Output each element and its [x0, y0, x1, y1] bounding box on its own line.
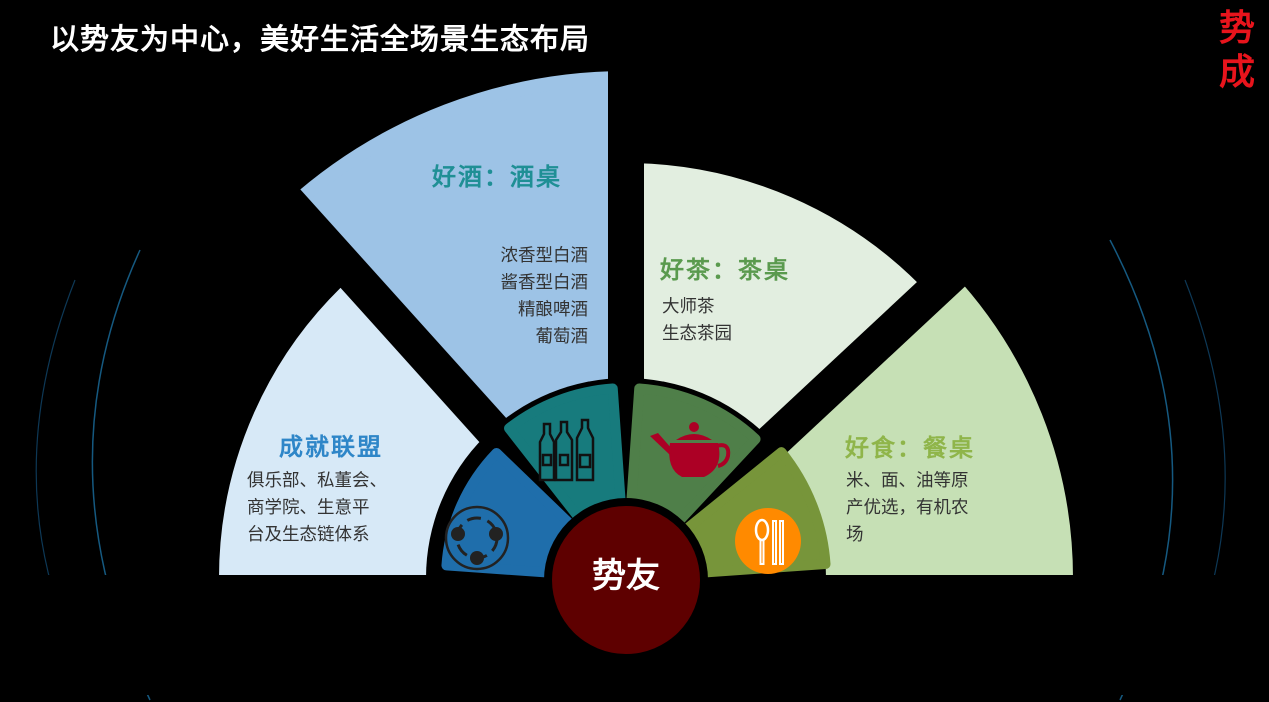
text-line: 产优选，有机农 [846, 498, 969, 518]
wine-title: 好酒：酒桌 [432, 163, 562, 191]
text-line: 俱乐部、私董会、 [247, 471, 387, 491]
wine-description: 浓香型白酒 酱香型白酒 精酿啤酒 葡萄酒 [470, 243, 589, 351]
alliance-description: 俱乐部、私董会、 商学院、生意平 台及生态链体系 [247, 468, 387, 549]
text-line: 大师茶 [662, 297, 715, 317]
text-line: 葡萄酒 [535, 327, 589, 347]
slide-title: 以势友为中心，美好生活全场景生态布局 [50, 22, 591, 56]
text-line: 生态茶园 [662, 324, 732, 344]
food-description: 米、面、油等原 产优选，有机农 场 [846, 468, 969, 549]
divider-line [613, 155, 1078, 592]
center-circle [552, 506, 700, 654]
text-line: 精酿啤酒 [518, 300, 588, 320]
food-title: 好食：餐桌 [845, 434, 975, 462]
divider-line [211, 120, 640, 591]
alliance-title: 成就联盟 [279, 433, 383, 461]
text-line: 场 [846, 525, 864, 545]
text-line: 台及生态链体系 [247, 525, 370, 545]
teapot-icon [650, 422, 731, 477]
center-label: 势友 [592, 556, 660, 596]
tea-title: 好茶：茶桌 [660, 256, 790, 284]
tea-description: 大师茶 生态茶园 [662, 294, 732, 348]
text-line: 浓香型白酒 [500, 246, 589, 266]
brand-logo: 势成 [1218, 7, 1255, 93]
text-line: 酱香型白酒 [500, 273, 589, 293]
network-icon [444, 505, 510, 571]
spoon-chopsticks-icon [735, 508, 801, 574]
text-line: 商学院、生意平 [247, 498, 370, 518]
wine-bottles-icon [538, 418, 595, 482]
text-line: 米、面、油等原 [846, 471, 969, 491]
